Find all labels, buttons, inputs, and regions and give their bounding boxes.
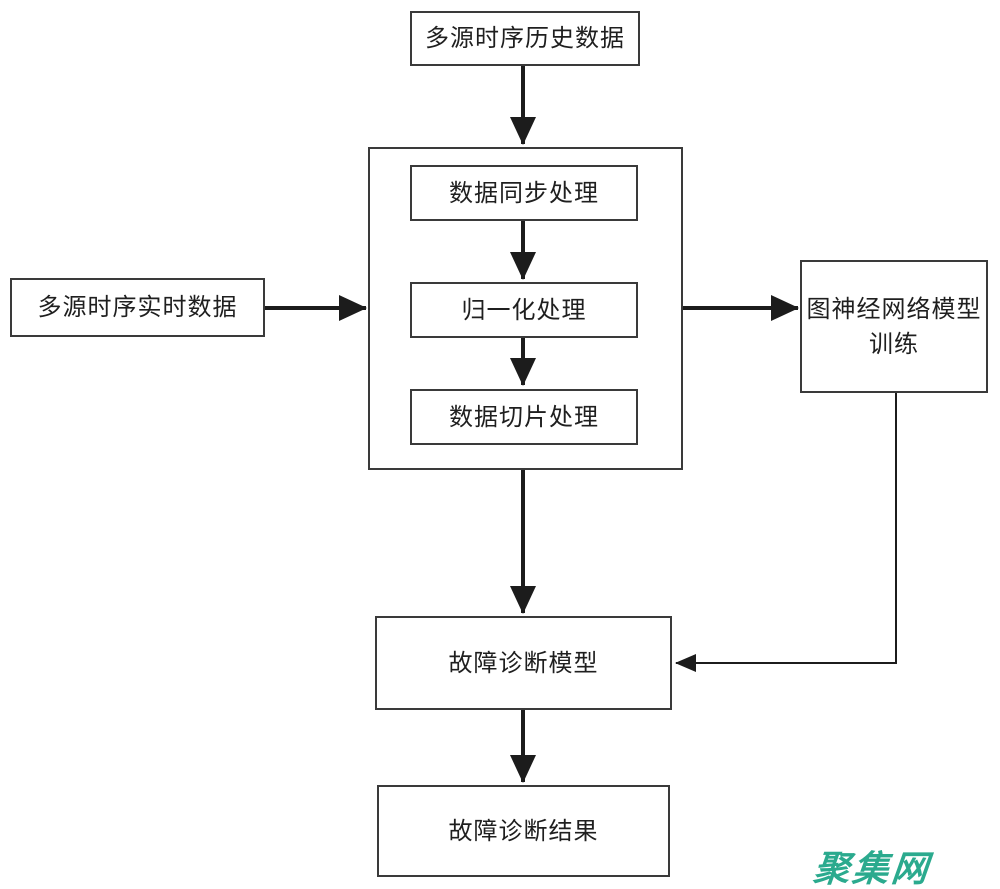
node-data-slicing: 数据切片处理 xyxy=(410,389,638,445)
node-historical-data: 多源时序历史数据 xyxy=(410,11,640,66)
preprocessing-group-box xyxy=(368,147,683,470)
node-data-sync: 数据同步处理 xyxy=(410,165,638,221)
node-realtime-data: 多源时序实时数据 xyxy=(10,278,265,337)
node-normalization: 归一化处理 xyxy=(410,282,638,338)
arrow-gnn-to-model xyxy=(675,393,897,672)
node-diagnosis-model: 故障诊断模型 xyxy=(375,616,672,710)
node-gnn-training: 图神经网络模型训练 xyxy=(800,260,988,393)
node-diagnosis-result: 故障诊断结果 xyxy=(377,785,670,877)
watermark-logo: 聚集网 xyxy=(811,849,933,889)
